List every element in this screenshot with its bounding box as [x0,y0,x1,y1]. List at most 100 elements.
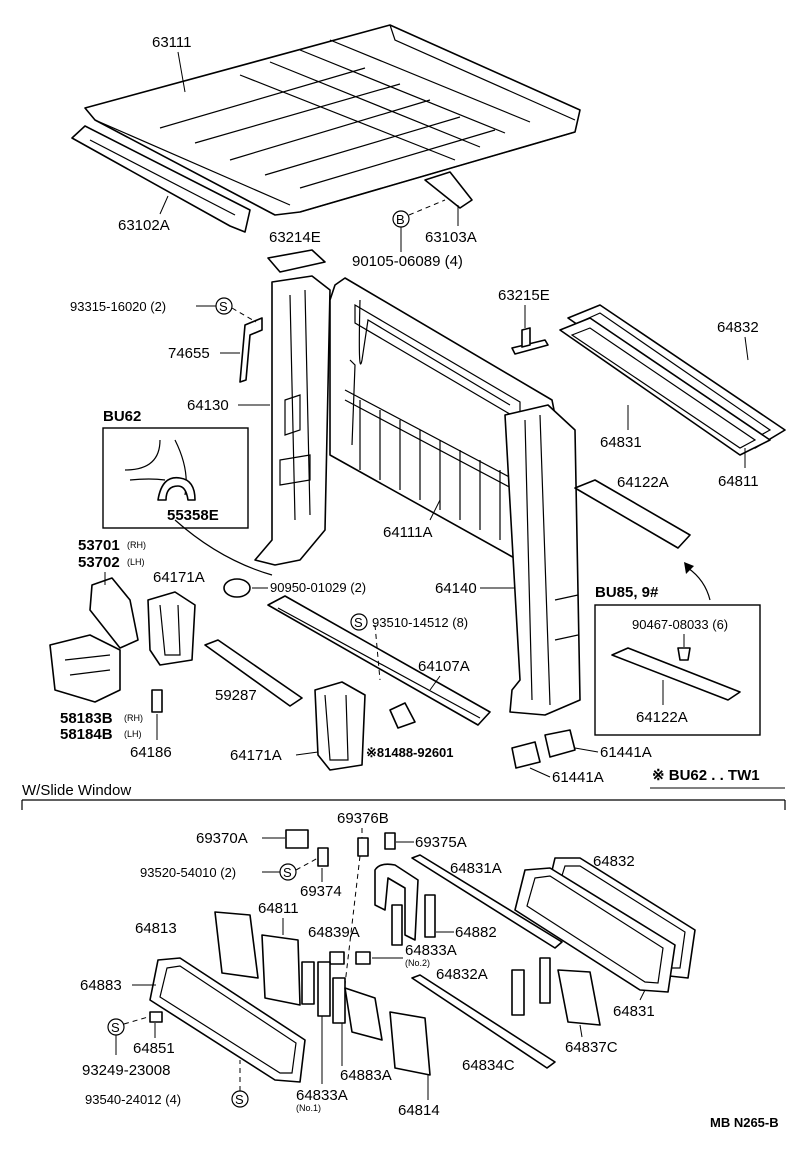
label-64831A: 64831A [450,860,502,877]
label-93315-16020: 93315-16020 (2) [70,299,166,314]
detail-box-bu62 [102,427,249,529]
panel-58183B-lines [64,654,111,676]
label-64832-bot: 64832 [593,853,635,870]
leader-63102A [159,195,169,215]
label-90467-08033: 90467-08033 (6) [632,617,728,632]
channel-piece [391,904,403,946]
stopper-64839A [329,951,345,965]
screw-marker-93249: S [107,1016,149,1055]
rail-64831A [411,854,563,949]
glass-64837C [557,969,601,1026]
label-64122A-box: 64122A [636,709,688,726]
circled-s-icon: S [283,865,292,880]
label-93540-24012: 93540-24012 (4) [85,1092,181,1107]
glass-64814 [389,1011,431,1076]
trim-55358E [157,476,196,501]
screw-marker-93520: S [262,857,319,881]
label-53701: 53701 [78,537,120,554]
leader-64111A [429,499,441,521]
label-64832-top: 64832 [717,319,759,336]
bracket-74655 [239,317,263,383]
reinforcement-64171A-bot-inner [324,694,349,761]
label-64814: 64814 [398,1102,440,1119]
label-61441A-a: 61441A [600,744,652,761]
section-title-slide-window: W/Slide Window [22,782,131,799]
circled-b-icon: B [396,212,405,227]
reinforcement-64171A-bot [314,681,366,771]
rail-64834C [411,974,556,1069]
label-64171A-bot: 64171A [230,747,282,764]
label-58184B: 58184B [60,726,113,743]
bolt-marker-90105: B [392,199,446,252]
slide-frame [374,863,419,941]
label-58183B: 58183B [60,710,113,727]
label-64171A-top: 64171A [153,569,205,586]
window-assembly-top [559,304,786,456]
label-64122A-top: 64122A [617,474,669,491]
label-64851: 64851 [133,1040,175,1057]
label-81488-92601: ※81488-92601 [366,745,454,760]
label-64833A-no1: 64833A [296,1087,348,1104]
clip-90467 [677,647,691,661]
label-64837C: 64837C [565,1039,618,1056]
label-BU62-TW1: ※ BU62 . . TW1 [652,767,760,784]
label-93510-14512: 93510-14512 (8) [372,615,468,630]
label-64107A: 64107A [418,658,470,675]
label-69376B: 69376B [337,810,389,827]
pillar-64140 [504,404,581,716]
clip-81488 [389,702,416,729]
label-93249-23008: 93249-23008 [82,1062,170,1079]
leader-64837C [579,1024,583,1038]
glass-64883A [344,987,383,1041]
screw-marker-93510: S [350,613,381,681]
label-64186: 64186 [130,744,172,761]
label-90950-01029: 90950-01029 (2) [270,580,366,595]
leader-64832-top [744,336,749,361]
label-53702-lh: (LH) [127,557,145,567]
circled-s-icon: S [354,615,363,630]
roof-rear-rail-63103A [424,171,473,209]
stopper-69376B [357,837,369,857]
leader-64831-bot [639,989,646,1001]
part-63215E-tab [521,327,531,348]
label-53702: 53702 [78,554,120,571]
label-64833A-no2: 64833A [405,942,457,959]
panel-58183B [49,634,121,703]
label-64811-top: 64811 [718,473,759,490]
part-63214E [267,249,326,273]
leader-64171A-bot [295,751,319,756]
bracket-69370A [285,829,309,849]
label-64832A: 64832A [436,966,488,983]
reinforcement-64171A-top-inner [159,604,181,656]
label-64831-bot: 64831 [613,1003,655,1020]
bracket-69375A [384,832,396,850]
label-63103A: 63103A [425,229,477,246]
label-64811-bot: 64811 [258,900,299,917]
label-93520-54010: 93520-54010 (2) [140,865,236,880]
leader-61441A-a [574,747,599,753]
label-64111A: 64111A [383,524,433,541]
label-63111: 63111 [152,34,192,51]
label-59287: 59287 [215,687,257,704]
label-BU62: BU62 [103,408,141,425]
circled-s-icon: S [219,299,228,314]
circled-s-icon: S [111,1020,120,1035]
leader-61441A-b [529,767,551,778]
bracket-69374 [317,847,329,867]
leader-63111 [177,51,186,93]
block-61441A-a [544,729,576,758]
clip-64851 [149,1011,163,1023]
bracket-53701 [89,577,139,649]
rail-64122A-top [574,479,691,549]
part-63215E [511,339,549,355]
label-63215E: 63215E [498,287,550,304]
rail-64122A-box [611,647,741,701]
label-64834C: 64834C [462,1057,515,1074]
strip-a [539,957,551,1004]
label-55358E: 55358E [167,507,219,524]
label-64140: 64140 [435,580,477,597]
channel-right [332,977,346,1024]
label-64831-top: 64831 [600,434,642,451]
glass-64811 [261,934,301,1006]
